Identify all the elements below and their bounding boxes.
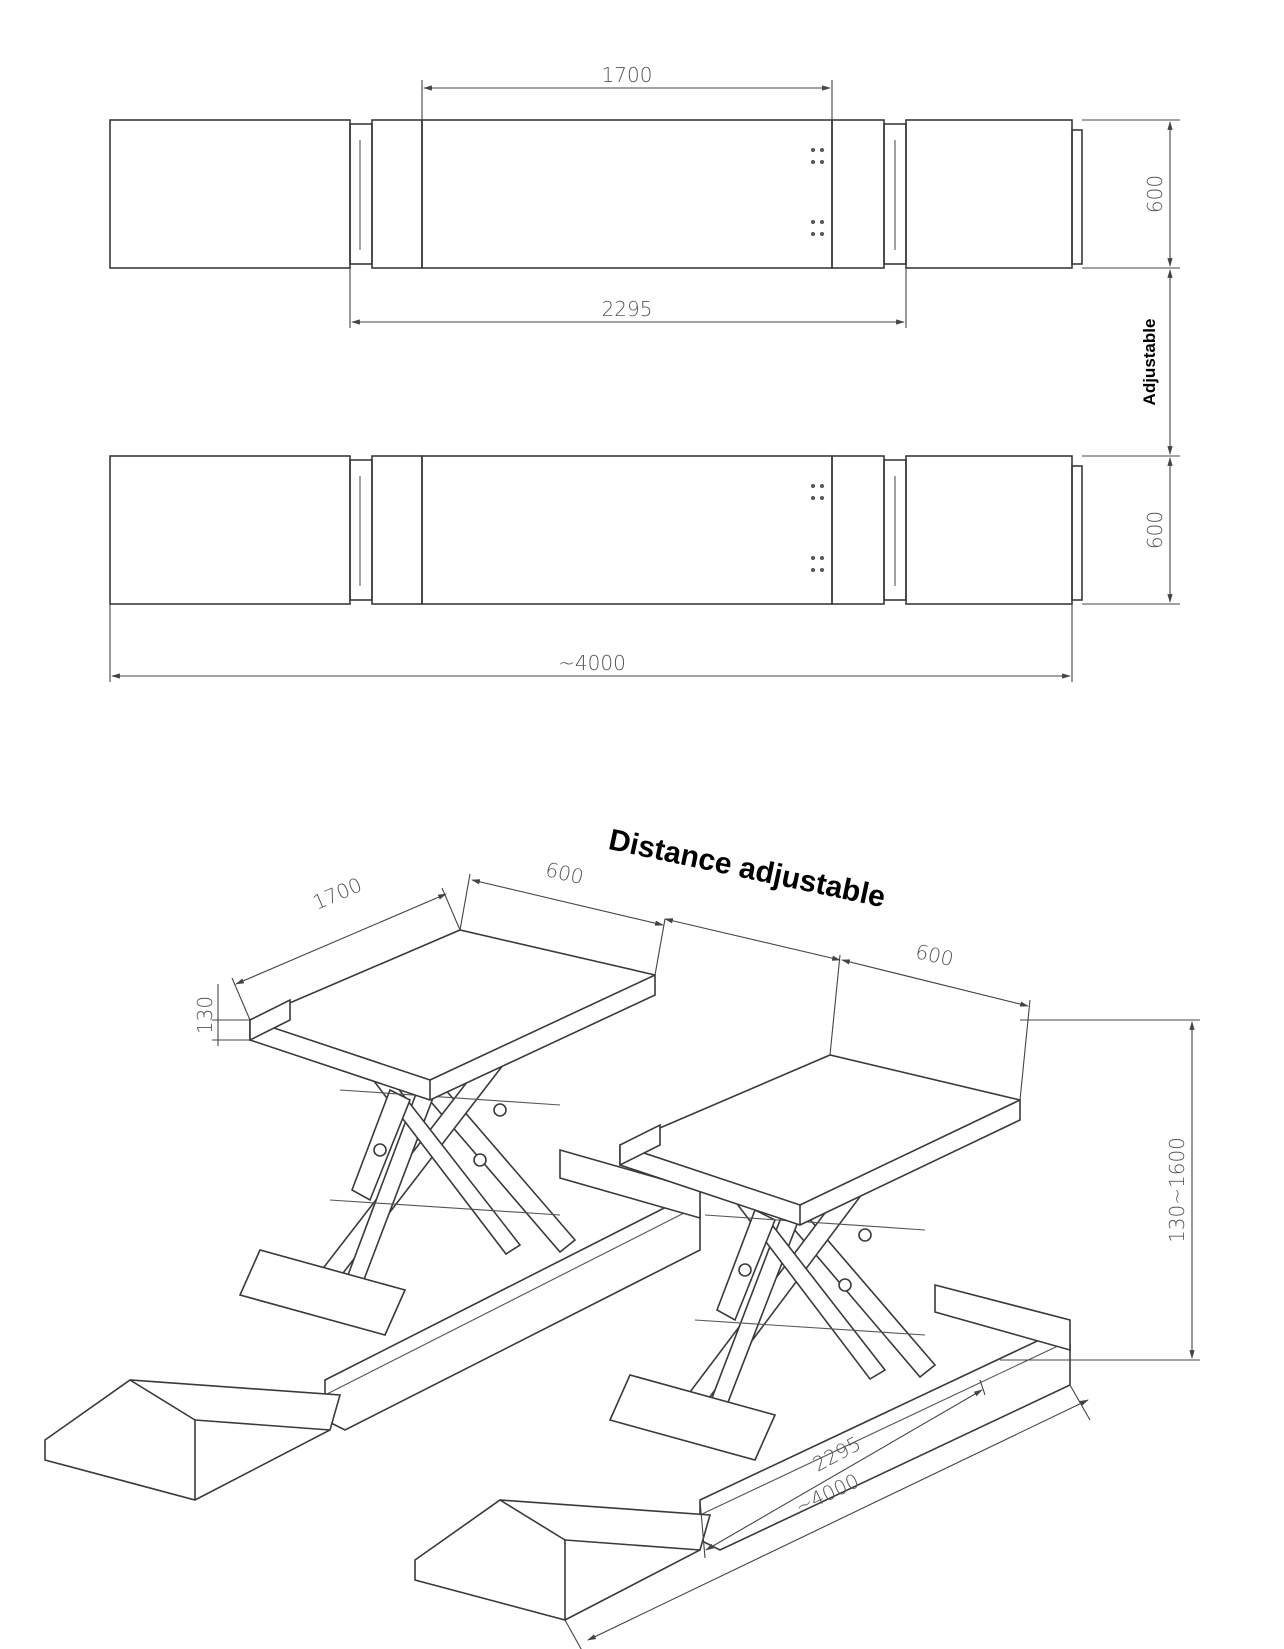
dim-iso-130: 130 [193,996,217,1034]
iso-lift-left [44,929,701,1501]
dim-top-2295: 2295 [602,297,653,321]
top-view: 1700 2295 600 600 Adjustable ~4000 [109,63,1180,682]
top-lift-lower [109,455,1083,605]
distance-adjustable-label: Distance adjustable [606,823,888,914]
dim-top-1700: 1700 [602,63,653,87]
iso-view: 1700 600 600 Distance adjustable 130 130… [44,823,1200,1649]
dim-top-600-upper: 600 [1143,175,1167,213]
top-lift-upper [109,119,1083,269]
dim-iso-130-1600: 130~1600 [1165,1137,1189,1243]
dim-iso-600-left: 600 [543,857,586,889]
dim-iso-1700: 1700 [309,873,365,915]
dim-top-4000: ~4000 [558,651,626,675]
dim-top-600-lower: 600 [1143,511,1167,549]
adjustable-label: Adjustable [1140,319,1159,406]
dim-iso-600-right: 600 [913,939,956,971]
